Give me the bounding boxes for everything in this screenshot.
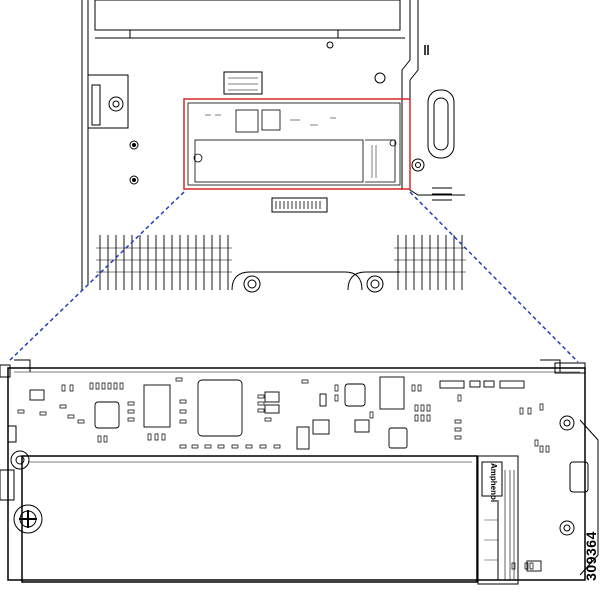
screw-icon [129, 140, 139, 150]
thumbscrew-icon [13, 504, 43, 534]
dimm-slot [96, 235, 232, 290]
callout-lines [7, 191, 579, 363]
m2-connector [477, 455, 519, 585]
highlight-box [183, 98, 411, 190]
m2-module-small [187, 102, 401, 186]
figure-number: 309364 [583, 531, 599, 581]
m2-ssd-module [21, 455, 478, 583]
latch-slot [427, 89, 455, 159]
connector-brand-label: Amphenol [489, 463, 498, 502]
connector-icon [271, 197, 328, 213]
m2-module-enlarged: Amphenol [0, 359, 599, 585]
chassis-overview [81, 0, 466, 293]
